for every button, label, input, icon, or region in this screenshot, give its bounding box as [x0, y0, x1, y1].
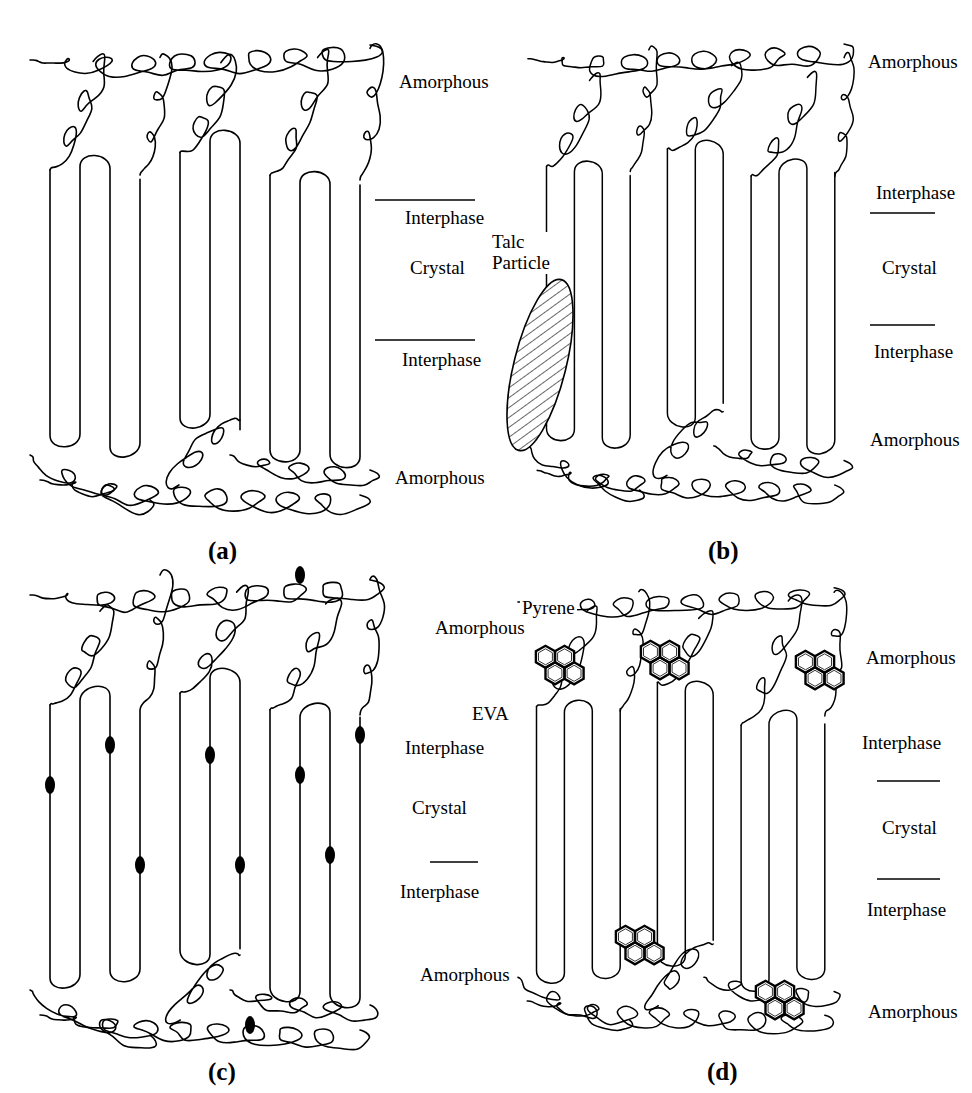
region-label: Interphase — [872, 342, 955, 363]
amorphous-chain — [270, 50, 329, 176]
region-label: Amorphous — [433, 618, 527, 639]
amorphous-chain — [30, 990, 156, 1048]
amorphous-chain — [40, 1015, 369, 1050]
eva-unit — [235, 856, 245, 874]
amorphous-chain — [667, 62, 742, 150]
eva-unit — [355, 726, 365, 744]
pyrene-molecule — [616, 926, 664, 965]
additive-label: EVA — [470, 704, 511, 725]
amorphous-chain — [741, 595, 802, 725]
panel-d-chains — [518, 588, 847, 1034]
region-label: Interphase — [865, 900, 948, 921]
amorphous-chain — [645, 943, 713, 1010]
region-label: Interphase — [403, 738, 486, 759]
pyrene-molecule — [756, 981, 804, 1020]
amorphous-chain — [360, 44, 384, 180]
amorphous-chain — [50, 605, 114, 705]
panel-label: (b) — [706, 537, 741, 565]
amorphous-chain — [835, 53, 854, 177]
pyrene-molecule — [796, 651, 844, 690]
folded-chain — [180, 130, 240, 429]
folded-chain — [270, 172, 360, 468]
amorphous-chain — [40, 480, 370, 514]
panel-b-chains — [528, 44, 854, 504]
amorphous-chain — [630, 46, 657, 172]
folded-chain — [667, 140, 723, 427]
amorphous-chain — [714, 446, 853, 478]
folded-chain — [50, 156, 140, 458]
region-label: Amorphous — [393, 468, 487, 489]
eva-unit — [45, 776, 55, 794]
eva-unit — [295, 766, 305, 784]
eva-unit — [135, 856, 145, 874]
particle-label: Talc Particle — [490, 232, 564, 274]
region-label: Interphase — [400, 350, 483, 371]
panel-label: (d) — [705, 1058, 740, 1086]
region-label: Interphase — [874, 183, 957, 204]
folded-chain — [537, 700, 621, 983]
region-label: Amorphous — [864, 648, 958, 669]
eva-unit — [325, 846, 335, 864]
amorphous-chain — [537, 606, 598, 707]
region-label: Interphase — [398, 882, 481, 903]
amorphous-chain — [527, 1001, 833, 1034]
panel-a-chains — [30, 44, 384, 515]
folded-chain — [751, 159, 835, 454]
amorphous-chain — [270, 598, 342, 709]
pyrene-molecule — [536, 646, 584, 685]
region-label: Crystal — [410, 798, 469, 819]
panel-label: (c) — [206, 1058, 238, 1086]
talc-ground — [493, 273, 586, 456]
amorphous-chain — [30, 455, 154, 515]
region-label: Amorphous — [866, 1002, 960, 1023]
eva-unit — [295, 566, 305, 584]
eva-unit — [105, 736, 115, 754]
region-label: Crystal — [880, 818, 939, 839]
eva-unit — [245, 1016, 255, 1034]
amorphous-chain — [230, 455, 379, 486]
folded-chain — [180, 668, 240, 964]
additive-label: Pyrene — [520, 598, 577, 619]
region-label: Crystal — [408, 258, 467, 279]
folded-chain — [657, 681, 713, 966]
panel-c-chains — [30, 566, 385, 1050]
folded-chain — [270, 703, 360, 1008]
amorphous-chain — [30, 580, 384, 612]
region-label: Crystal — [880, 258, 939, 279]
folded-chain — [741, 710, 825, 991]
panel-label: (a) — [206, 537, 239, 565]
pyrene-molecule — [641, 641, 689, 680]
folded-chain — [50, 686, 140, 988]
amorphous-chain — [180, 585, 248, 693]
region-label: Interphase — [403, 208, 486, 229]
amorphous-chain — [230, 990, 378, 1021]
amorphous-chain — [528, 44, 854, 76]
eva-unit — [205, 746, 215, 764]
amorphous-chain — [547, 73, 601, 167]
region-label: Amorphous — [866, 52, 960, 73]
amorphous-chain — [30, 45, 382, 77]
region-label: Amorphous — [397, 72, 491, 93]
region-label: Amorphous — [418, 965, 512, 986]
amorphous-chain — [653, 410, 723, 479]
region-label: Interphase — [860, 733, 943, 754]
amorphous-chain — [751, 71, 817, 176]
amorphous-chain — [528, 446, 644, 502]
amorphous-chain — [518, 977, 633, 1030]
amorphous-chain — [166, 953, 240, 1024]
region-label: Amorphous — [868, 430, 962, 451]
amorphous-chain — [166, 418, 240, 489]
talc-particle — [493, 273, 586, 456]
